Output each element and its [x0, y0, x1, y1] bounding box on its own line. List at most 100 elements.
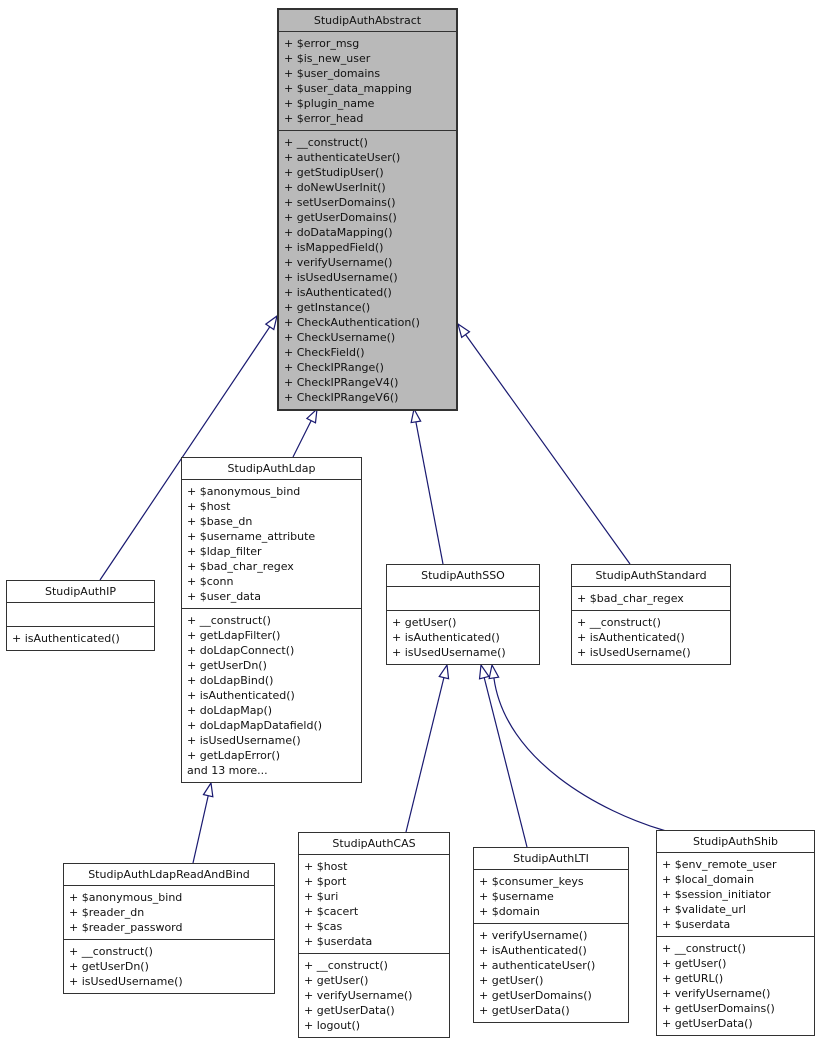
- class-name: StudipAuthShib: [692, 835, 779, 848]
- hollow-triangle-arrowhead: [456, 322, 471, 339]
- methods-row: + getURL(): [662, 972, 724, 985]
- attributes-compartment: + $consumer_keys+ $username+ $domain: [474, 869, 628, 923]
- methods-row: + isAuthenticated(): [392, 631, 500, 644]
- methods-row: + CheckIPRange(): [284, 361, 384, 374]
- methods-row: + getUserDomains(): [662, 1002, 775, 1015]
- methods-compartment: + __construct() + getLdapFilter() + doLdap…: [182, 608, 361, 782]
- methods-row: + doLdapBind(): [187, 674, 274, 687]
- methods-compartment: + __construct()+ isAuthenticated()+ isUs…: [572, 610, 730, 664]
- attributes-compartment: + $anonymous_bind+ $host+ $base_dn+ $use…: [182, 479, 361, 608]
- methods-row: + isUsedUsername(): [392, 646, 506, 659]
- methods-row: + verifyUsername(): [304, 989, 413, 1002]
- attributes-row: + $session_initiator: [662, 888, 771, 901]
- class-node-lti[interactable]: StudipAuthLTI + $consumer_keys+ $username…: [473, 847, 629, 1023]
- attributes-row: + $anonymous_bind: [187, 485, 301, 498]
- methods-row: + getUser(): [304, 974, 369, 987]
- attributes-row: + $local_domain: [662, 873, 755, 886]
- class-node-ip[interactable]: StudipAuthIP+ isAuthenticated(): [6, 580, 155, 651]
- methods-compartment: + getUser() + isAuthenticated() + isUsedUs…: [387, 610, 539, 664]
- methods-compartment: + __construct()+ getUserDn()+ isUsedUser…: [64, 939, 274, 993]
- hollow-triangle-arrowhead: [264, 314, 278, 331]
- methods-row: + getUserData(): [662, 1017, 753, 1030]
- methods-compartment: + __construct()+ authenticateUser()+ get…: [279, 130, 456, 409]
- class-node-ldap_read_and_bind[interactable]: StudipAuthLdapReadAndBind+ $anonymous_bi…: [63, 863, 275, 994]
- attributes-row: + $bad_char_regex: [577, 592, 684, 605]
- methods-row: + getUserData(): [304, 1004, 395, 1017]
- methods-row: + isAuthenticated(): [187, 689, 295, 702]
- methods-row: + isAuthenticated(): [12, 632, 120, 645]
- hollow-triangle-arrowhead: [202, 781, 214, 798]
- class-name: StudipAuthAbstract: [313, 14, 422, 27]
- methods-row: + CheckField(): [284, 346, 365, 359]
- attributes-row: + $host: [304, 860, 348, 873]
- attributes-row: + $host: [187, 500, 231, 513]
- attributes-row: + $error_msg: [284, 37, 360, 50]
- class-node-cas[interactable]: StudipAuthCAS+ $host+ $port+ $uri+ $cace…: [298, 832, 450, 1038]
- attributes-row: + $uri: [304, 890, 339, 903]
- class-node-shib[interactable]: StudipAuthShib+ $env_remote_user+ $local…: [656, 830, 815, 1036]
- attributes-row: + $bad_char_regex: [187, 560, 294, 573]
- attributes-row: + $cacert: [304, 905, 359, 918]
- attributes-compartment: + $host+ $port+ $uri+ $cacert+ $cas+ $us…: [299, 854, 449, 953]
- methods-row: + getLdapFilter(): [187, 629, 281, 642]
- inheritance-arrow-StudipAuthLTI-to-StudipAuthSSO: [478, 663, 528, 848]
- class-name: StudipAuthCAS: [332, 837, 416, 850]
- inheritance-arrow-StudipAuthCAS-to-StudipAuthSSO: [405, 663, 450, 833]
- methods-row: + getLdapError(): [187, 749, 281, 762]
- methods-row: + doDataMapping(): [284, 226, 393, 239]
- methods-row: + setUserDomains(): [284, 196, 396, 209]
- methods-row: + isAuthenticated(): [479, 944, 587, 957]
- attributes-row: + $is_new_user: [284, 52, 371, 65]
- methods-row: + doLdapMapDatafield(): [187, 719, 323, 732]
- methods-row: + getUserDomains(): [284, 211, 397, 224]
- methods-row: + __construct(): [662, 942, 746, 955]
- methods-row: and 13 more...: [187, 764, 268, 777]
- methods-row: + getUser(): [479, 974, 544, 987]
- methods-row: + __construct(): [187, 614, 271, 627]
- methods-row: + isUsedUsername(): [187, 734, 301, 747]
- hollow-triangle-arrowhead: [305, 407, 318, 424]
- methods-row: + logout(): [304, 1019, 361, 1032]
- class-node-sso[interactable]: StudipAuthSSO + getUser() + isAuthenticate…: [386, 564, 540, 665]
- attributes-row: + $reader_dn: [69, 906, 145, 919]
- class-node-abstract[interactable]: StudipAuthAbstract + $error_msg + $is_new_…: [277, 8, 458, 411]
- methods-row: + verifyUsername(): [662, 987, 771, 1000]
- methods-row: + isUsedUsername(): [577, 646, 691, 659]
- class-name: StudipAuthSSO: [421, 569, 505, 582]
- attributes-row: + $user_domains: [284, 67, 381, 80]
- hollow-triangle-arrowhead: [410, 407, 422, 424]
- methods-row: + isUsedUsername(): [284, 271, 398, 284]
- methods-row: + getStudipUser(): [284, 166, 384, 179]
- methods-compartment: + __construct() + getUser() + getURL() + ve…: [657, 936, 814, 1035]
- hollow-triangle-arrowhead: [478, 663, 490, 680]
- methods-row: + getUser(): [662, 957, 727, 970]
- methods-row: + doLdapConnect(): [187, 644, 295, 657]
- class-node-ldap[interactable]: StudipAuthLdap + $anonymous_bind + $host + …: [181, 457, 362, 783]
- attributes-row: + $error_head: [284, 112, 364, 125]
- methods-compartment: + __construct()+ getUser()+ verifyUserna…: [299, 953, 449, 1037]
- attributes-row: + $userdata: [662, 918, 731, 931]
- methods-compartment: + isAuthenticated(): [7, 626, 154, 650]
- methods-row: + CheckAuthentication(): [284, 316, 420, 329]
- methods-row: + __construct(): [284, 136, 368, 149]
- inheritance-arrow-StudipAuthStandard-to-StudipAuthAbstract: [456, 322, 631, 565]
- inheritance-arrow-StudipAuthIP-to-StudipAuthAbstract: [99, 314, 278, 581]
- methods-row: + getUserDn(): [187, 659, 267, 672]
- attributes-compartment: + $bad_char_regex: [572, 586, 730, 610]
- methods-row: + doNewUserInit(): [284, 181, 386, 194]
- attributes-row: + $cas: [304, 920, 343, 933]
- class-node-standard[interactable]: StudipAuthStandard+ $bad_char_regex+ __c…: [571, 564, 731, 665]
- methods-row: + isUsedUsername(): [69, 975, 183, 988]
- class-name: StudipAuthLdap: [227, 462, 316, 475]
- attributes-row: + $userdata: [304, 935, 373, 948]
- methods-row: + isMappedField(): [284, 241, 384, 254]
- attributes-row: + $user_data_mapping: [284, 82, 412, 95]
- attributes-row: + $anonymous_bind: [69, 891, 183, 904]
- methods-row: + getUser(): [392, 616, 457, 629]
- methods-row: + getUserDn(): [69, 960, 149, 973]
- hollow-triangle-arrowhead: [438, 663, 450, 680]
- class-name: StudipAuthLTI: [513, 852, 589, 865]
